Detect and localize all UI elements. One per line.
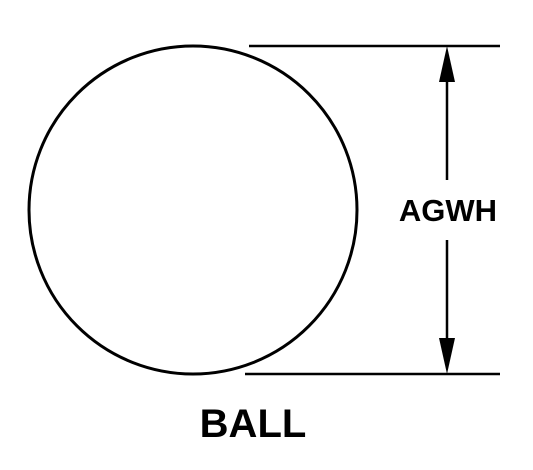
ball-circle <box>27 44 359 376</box>
part-name-label: BALL <box>200 402 307 446</box>
dimension-label: AGWH <box>399 193 497 228</box>
dimension-arrow-bottom <box>439 338 455 374</box>
dimension-arrow-top <box>439 46 455 82</box>
